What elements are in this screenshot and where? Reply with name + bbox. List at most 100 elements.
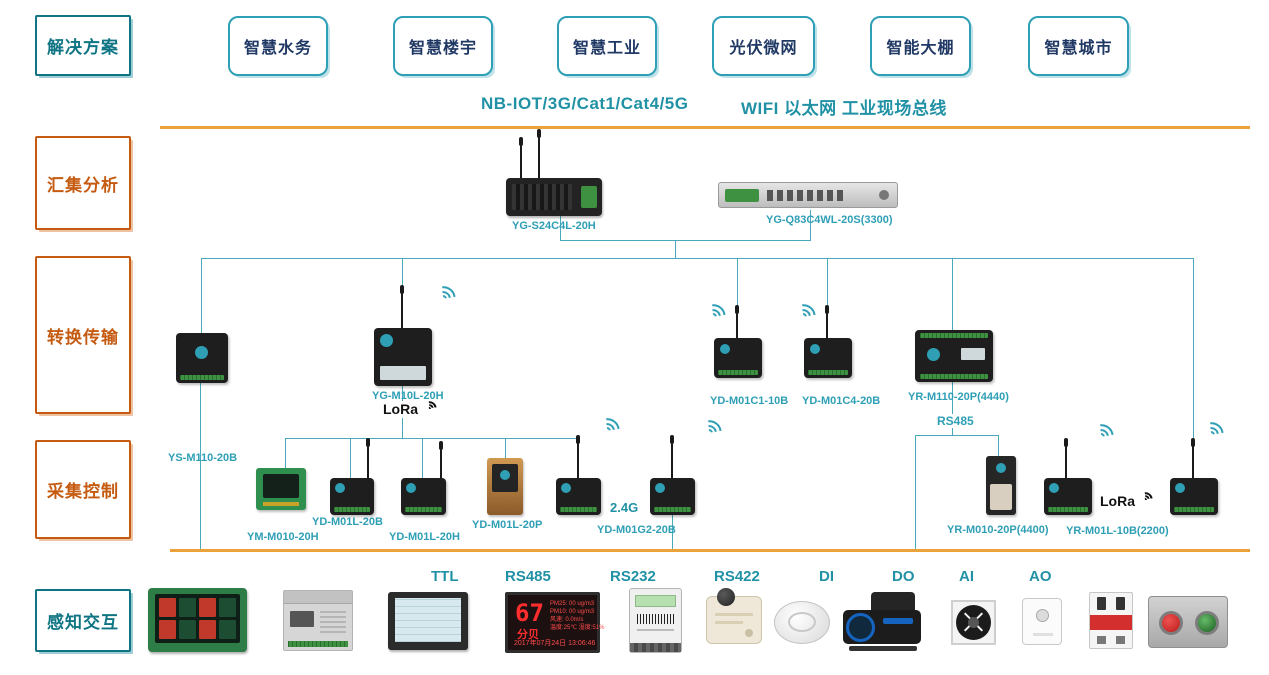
antenna-icon bbox=[366, 438, 370, 478]
sensor-marking bbox=[715, 621, 743, 624]
antenna-icon bbox=[825, 305, 829, 338]
bus-label-rs485: RS485 bbox=[937, 414, 974, 428]
brand-logo-icon bbox=[500, 470, 510, 480]
interface-label-ai: AI bbox=[959, 568, 974, 585]
connector-line bbox=[952, 428, 953, 435]
solution-label: 智能大棚 bbox=[886, 40, 955, 57]
app-tile-icon bbox=[199, 598, 216, 617]
brand-logo-icon bbox=[561, 483, 571, 493]
yd-m01g2-device-right bbox=[650, 478, 695, 515]
rack-terminal bbox=[725, 189, 759, 202]
device-label: YS-M110-20B bbox=[168, 452, 238, 464]
antenna-icon bbox=[1191, 438, 1195, 478]
device-label: YD-M01L-20B bbox=[312, 516, 383, 528]
connector-line bbox=[952, 258, 953, 330]
pump-inlet bbox=[846, 613, 875, 642]
pump-accent bbox=[883, 618, 913, 624]
layer-box-solutions: 解决方案 bbox=[35, 15, 131, 76]
terminal-strip bbox=[1048, 507, 1088, 512]
terminal-strip bbox=[334, 507, 370, 512]
connector-line bbox=[827, 258, 828, 314]
terminal-strip bbox=[654, 507, 691, 512]
antenna-icon bbox=[670, 435, 674, 478]
app-tile-icon bbox=[199, 620, 216, 639]
terminal-strip bbox=[560, 507, 597, 512]
hmi-panel-screen bbox=[395, 598, 461, 642]
app-tile-icon bbox=[159, 620, 176, 639]
rack-knob bbox=[879, 190, 889, 200]
app-tile-icon bbox=[219, 620, 236, 639]
ym-m010-device bbox=[256, 468, 306, 510]
led-line: 温度:25℃ 湿度:51% bbox=[550, 625, 605, 631]
connector-bus-line bbox=[201, 258, 1194, 259]
device-screen bbox=[263, 474, 299, 498]
device-nameplate bbox=[990, 484, 1012, 510]
ys-m110-device bbox=[176, 333, 228, 383]
led-display-panel-image: 67 分贝 PM25: 00 ug/m3 PM10: 00 ug/m3 风速: … bbox=[505, 592, 605, 653]
breaker-terminal bbox=[1116, 636, 1125, 644]
interface-label-rs232: RS232 bbox=[610, 568, 656, 585]
interface-label-rs485: RS485 bbox=[505, 568, 551, 585]
yd-m01c1-device bbox=[714, 338, 762, 378]
layer-label: 采集控制 bbox=[47, 482, 119, 501]
device-label: YD-M01L-20P bbox=[472, 519, 543, 531]
connector-line bbox=[422, 438, 423, 478]
yd-m01c4-device bbox=[804, 338, 852, 378]
terminal-strip bbox=[718, 370, 758, 375]
connector-line bbox=[285, 438, 578, 439]
brand-logo-icon bbox=[927, 348, 940, 361]
sensor-knob bbox=[1036, 609, 1049, 622]
app-tile-icon bbox=[159, 598, 176, 617]
brand-logo-icon bbox=[996, 463, 1006, 473]
bottom-separator-line bbox=[170, 549, 1250, 552]
ao-sensor-box-image bbox=[1022, 598, 1062, 645]
yr-m110-device bbox=[915, 330, 993, 382]
lora-signal-icon bbox=[1134, 489, 1156, 511]
device-label: YR-M01L-10B(2200) bbox=[1066, 525, 1169, 537]
pushbutton-panel-image bbox=[1148, 596, 1228, 648]
breaker-toggle bbox=[1116, 597, 1125, 610]
meter-barcode bbox=[637, 614, 674, 624]
device-label: YG-Q83C4WL-20S(3300) bbox=[766, 214, 893, 226]
layer-box-acquisition: 采集控制 bbox=[35, 440, 131, 539]
layer-label: 汇集分析 bbox=[47, 175, 119, 195]
wifi-signal-icon bbox=[785, 299, 821, 335]
connector-line bbox=[505, 438, 506, 458]
network-label-cellular: NB-IOT/3G/Cat1/Cat4/5G bbox=[481, 94, 689, 113]
connector-line bbox=[998, 435, 999, 458]
yd-m01l-20p-device bbox=[487, 458, 523, 515]
connector-line bbox=[737, 258, 738, 314]
device-label: YD-M01G2-20B bbox=[597, 524, 676, 536]
solution-label: 智慧水务 bbox=[243, 40, 312, 57]
meter-lcd bbox=[635, 595, 676, 607]
plc-display bbox=[290, 611, 314, 627]
breaker-terminal bbox=[1097, 636, 1106, 644]
rack-gateway-device bbox=[718, 182, 898, 208]
detector-body bbox=[774, 601, 830, 644]
connector-line bbox=[810, 210, 811, 240]
interface-label-ttl: TTL bbox=[431, 568, 459, 585]
fan-hub bbox=[968, 617, 979, 628]
solution-box-water: 智慧水务 bbox=[228, 16, 328, 76]
energy-meter-image bbox=[629, 588, 682, 653]
rs422-sensor-image bbox=[706, 588, 762, 644]
connector-line bbox=[285, 438, 286, 468]
antenna-icon bbox=[400, 285, 404, 328]
device-label: YR-M010-20P(4400) bbox=[947, 524, 1049, 536]
interface-label-di: DI bbox=[819, 568, 834, 585]
terminal-strip bbox=[808, 370, 848, 375]
terminal-strip bbox=[920, 333, 988, 338]
app-tile-icon bbox=[179, 598, 196, 617]
antenna-icon bbox=[576, 435, 580, 478]
router-body bbox=[506, 178, 602, 216]
brand-logo-icon bbox=[810, 344, 820, 354]
wifi-signal-icon bbox=[695, 299, 731, 335]
hmi-panel-image bbox=[388, 592, 468, 650]
circuit-breaker-image bbox=[1089, 592, 1133, 649]
connector-line bbox=[915, 435, 916, 549]
connector-line bbox=[402, 386, 403, 401]
connector-line bbox=[560, 240, 811, 241]
interface-label-do: DO bbox=[892, 568, 915, 585]
terminal-strip bbox=[920, 374, 988, 379]
solution-box-pv-microgrid: 光伏微网 bbox=[712, 16, 815, 76]
